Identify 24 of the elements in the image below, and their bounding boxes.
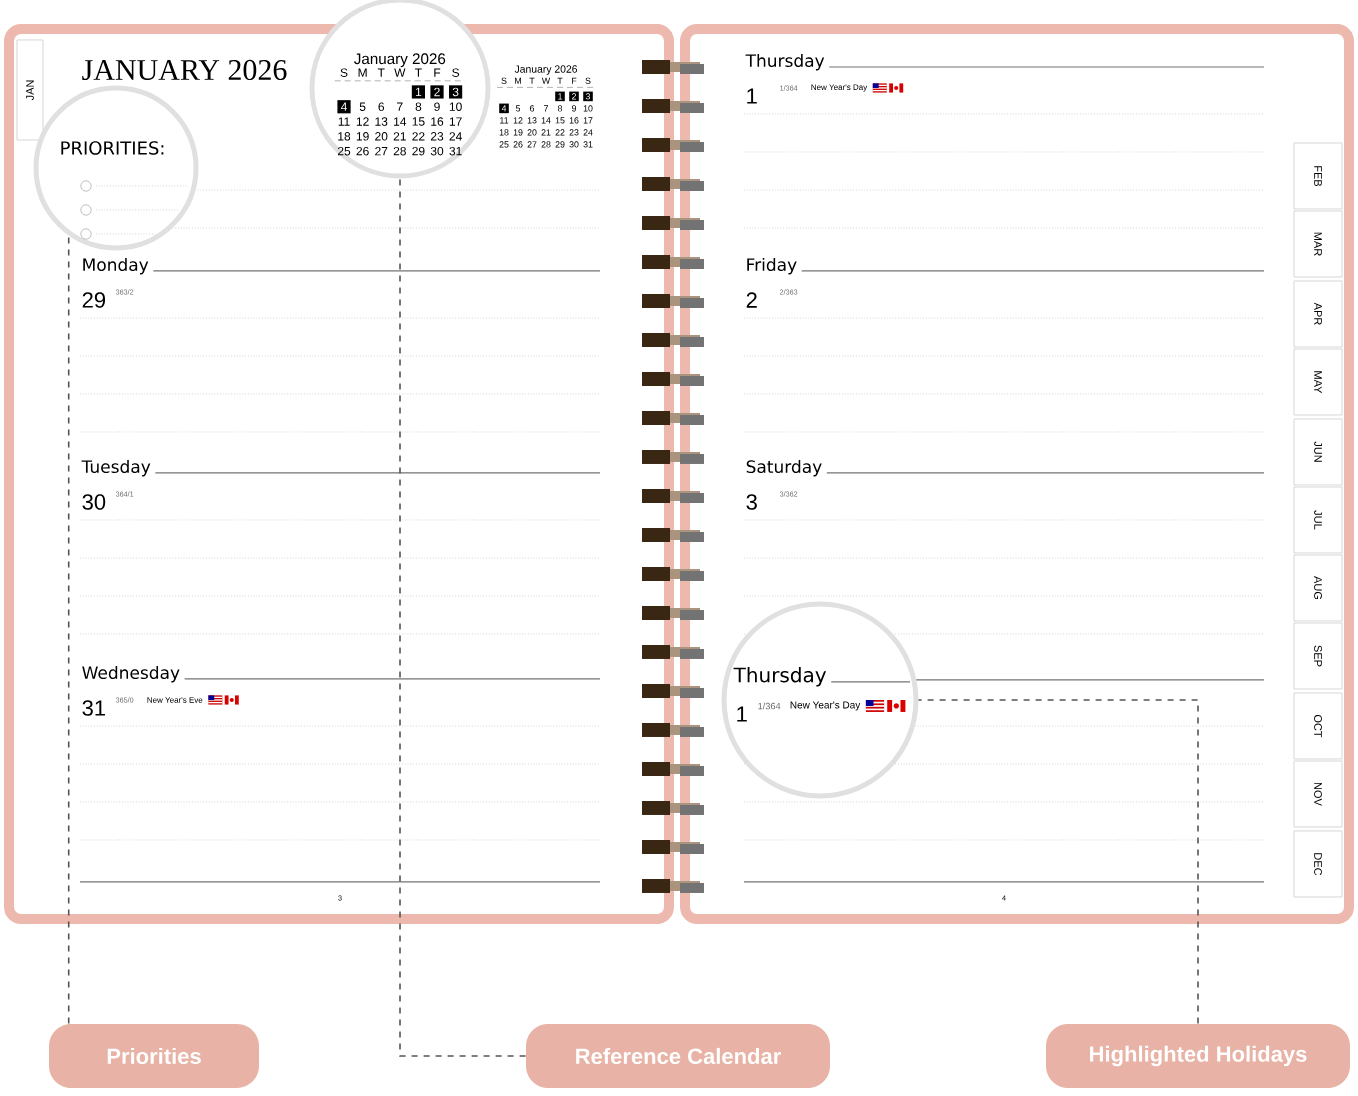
day-number: 29 xyxy=(82,292,106,308)
leader-line xyxy=(399,177,527,1057)
day-number: 3 xyxy=(746,494,757,510)
day-number: 2 xyxy=(746,292,757,308)
callout-pill: Reference Calendar xyxy=(526,1023,830,1088)
day-name: Monday xyxy=(83,257,149,275)
leader-line xyxy=(917,699,1199,1025)
month-title: JANUARY 2026 xyxy=(82,59,287,81)
magnifier-circle xyxy=(33,85,199,251)
day-number: 31 xyxy=(82,700,105,716)
day-name: Thursday xyxy=(733,667,827,687)
day-name: Wednesday xyxy=(82,665,180,683)
magnifier-circle xyxy=(721,601,919,799)
heading: PRIORITIES: xyxy=(61,141,164,155)
day-name: Friday xyxy=(747,257,797,275)
callout-pill: Priorities xyxy=(49,1023,259,1088)
day-name: Tuesday xyxy=(81,459,151,477)
callout-pill: Highlighted Holidays xyxy=(1046,1023,1350,1088)
day-name: Saturday xyxy=(746,459,822,477)
day-number: 1 xyxy=(747,88,757,104)
leader-line xyxy=(67,234,70,1025)
day-name: Thursday xyxy=(745,53,825,71)
day-number: 1 xyxy=(737,706,747,722)
day-number: 30 xyxy=(82,494,106,510)
